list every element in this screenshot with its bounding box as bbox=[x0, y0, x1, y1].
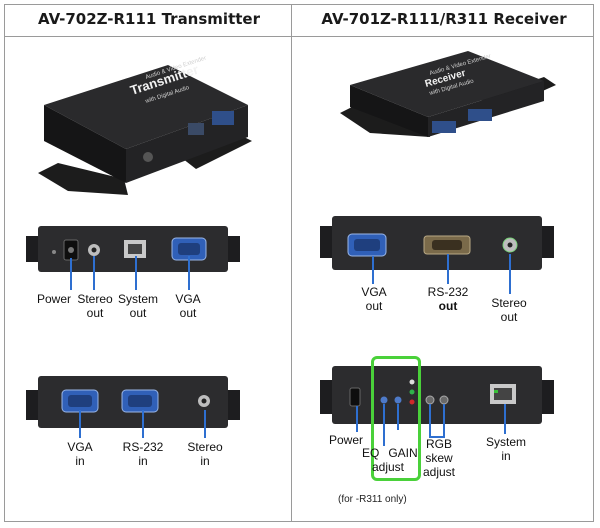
mounting-flange bbox=[226, 390, 240, 420]
mounting-flange bbox=[320, 380, 334, 414]
stereo-out-lead bbox=[509, 254, 511, 294]
label-gain: GAIN bbox=[388, 446, 418, 460]
mounting-flange bbox=[320, 226, 334, 258]
column-divider bbox=[291, 4, 292, 522]
vga-out-lead bbox=[188, 256, 190, 290]
label-eq: EQ bbox=[362, 446, 380, 460]
mounting-flange bbox=[226, 236, 240, 262]
system-in-lead bbox=[504, 404, 506, 434]
receiver-output-panel bbox=[332, 216, 542, 270]
receiver-device-image: Audio & Video Extender Receiver with Dig… bbox=[330, 45, 570, 145]
transmitter-rear-panel bbox=[38, 226, 228, 272]
rgb-skew-lead-2 bbox=[443, 404, 445, 438]
label-power: Power bbox=[328, 433, 363, 447]
rs232-out-lead bbox=[447, 254, 449, 284]
label-eq-adjust: adjust bbox=[371, 460, 405, 474]
eq-lead bbox=[383, 404, 385, 446]
receiver-control-panel bbox=[332, 366, 542, 424]
vga-out-lead bbox=[372, 256, 374, 284]
mounting-flange bbox=[26, 390, 40, 420]
power-lead bbox=[356, 406, 358, 432]
power-lead bbox=[70, 258, 72, 290]
gain-lead bbox=[397, 404, 399, 430]
receiver-title: AV-701Z-R111/R311 Receiver bbox=[321, 10, 567, 28]
mounting-flange bbox=[540, 380, 554, 414]
transmitter-front-panel bbox=[38, 376, 228, 428]
r311-note: (for -R311 only) bbox=[338, 494, 407, 505]
mounting-flange bbox=[26, 236, 40, 262]
transmitter-device-image: Audio & Video Extender Transmitter with … bbox=[28, 45, 273, 200]
transmitter-title: AV-702Z-R111 Transmitter bbox=[38, 10, 260, 28]
label-power: Power bbox=[36, 292, 71, 306]
system-out-lead bbox=[135, 256, 137, 290]
figure-frame bbox=[4, 4, 594, 522]
header-divider bbox=[4, 36, 594, 37]
rgb-skew-lead-1 bbox=[429, 404, 431, 438]
mounting-flange bbox=[540, 226, 554, 258]
stereo-out-lead bbox=[93, 256, 95, 290]
stereo-in-lead bbox=[204, 410, 206, 438]
rs232-in-lead bbox=[142, 410, 144, 438]
vga-in-lead bbox=[79, 410, 81, 438]
r311-highlight-box bbox=[371, 356, 421, 481]
rgb-skew-bracket bbox=[429, 436, 445, 438]
